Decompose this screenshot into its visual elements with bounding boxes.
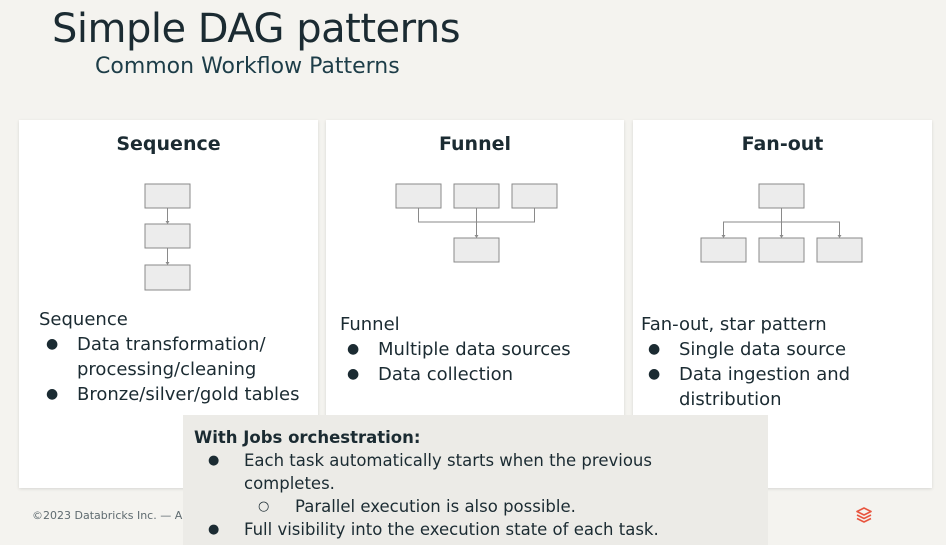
list-item: ●Full visibility into the execution stat…	[208, 520, 659, 539]
fan-out-arrowhead-2	[779, 235, 784, 238]
fan-out-arrowhead-1	[721, 235, 726, 238]
list-item: ●Data collection	[347, 364, 514, 385]
sequence-lead: Sequence	[39, 309, 128, 330]
fan-out-connector-right	[781, 221, 840, 236]
bullet-icon: ●	[347, 366, 360, 382]
bullet-icon: ●	[46, 386, 59, 402]
bullet-icon: ●	[46, 336, 59, 352]
copyright-footer: ©2023 Databricks Inc. — Al	[32, 509, 186, 522]
funnel-lead: Funnel	[340, 314, 400, 335]
fan-out-card-heading: Fan-out	[741, 133, 824, 155]
funnel-diagram	[395, 183, 558, 263]
bullet-icon: ●	[347, 341, 360, 357]
funnel-card-heading: Funnel	[438, 133, 511, 155]
fan-out-source-box	[758, 183, 805, 209]
slide-title: Simple DAG patterns	[52, 6, 461, 52]
list-item: ●Data transformation/	[46, 334, 266, 355]
jobs-orchestration-heading: With Jobs orchestration:	[194, 428, 421, 447]
bullet-icon: ●	[208, 522, 220, 537]
jobs-orchestration-panel: With Jobs orchestration: ●Each task auto…	[183, 415, 768, 545]
sub-bullet-icon: ○	[258, 499, 270, 514]
funnel-connector-left	[418, 208, 477, 223]
databricks-logo-icon	[856, 507, 872, 523]
sequence-diagram	[144, 183, 191, 291]
list-item: ●Single data source	[648, 339, 847, 360]
funnel-source-box-1	[395, 183, 442, 209]
fan-out-target-box-3	[816, 237, 863, 263]
bullet-icon: ●	[648, 366, 661, 382]
list-item: ●Each task automatically starts when the…	[208, 451, 652, 470]
funnel-arrowhead	[474, 235, 479, 238]
fan-out-diagram	[700, 183, 863, 263]
funnel-description: Funnel ●Multiple data sources ●Data coll…	[340, 312, 571, 387]
sequence-task-box-2	[144, 223, 191, 249]
fan-out-target-box-1	[700, 237, 747, 263]
fan-out-target-box-2	[758, 237, 805, 263]
funnel-target-box	[453, 237, 500, 263]
list-item: completes.	[244, 474, 335, 493]
funnel-source-box-3	[511, 183, 558, 209]
fan-out-connector-left	[723, 221, 782, 236]
slide-subtitle: Common Workflow Patterns	[95, 54, 400, 79]
sequence-task-box-3	[144, 264, 191, 291]
sequence-arrowhead-1	[165, 221, 170, 224]
sequence-task-box-1	[144, 183, 191, 209]
list-item: distribution	[679, 389, 782, 410]
list-item: ●Bronze/silver/gold tables	[46, 384, 300, 405]
list-item: ●Multiple data sources	[347, 339, 571, 360]
list-item: processing/cleaning	[77, 359, 257, 380]
sequence-description: Sequence ●Data transformation/ processin…	[39, 307, 300, 407]
bullet-icon: ●	[648, 341, 661, 357]
sequence-card-heading: Sequence	[116, 133, 221, 155]
bullet-icon: ●	[208, 453, 220, 468]
funnel-connector-right	[476, 208, 535, 223]
list-item: ○Parallel execution is also possible.	[258, 497, 576, 516]
fan-out-arrowhead-3	[837, 235, 842, 238]
fan-out-lead: Fan-out, star pattern	[641, 314, 827, 335]
list-item: ●Data ingestion and	[648, 364, 851, 385]
fan-out-description: Fan-out, star pattern ●Single data sourc…	[641, 312, 850, 412]
funnel-source-box-2	[453, 183, 500, 209]
sequence-arrowhead-2	[165, 262, 170, 265]
